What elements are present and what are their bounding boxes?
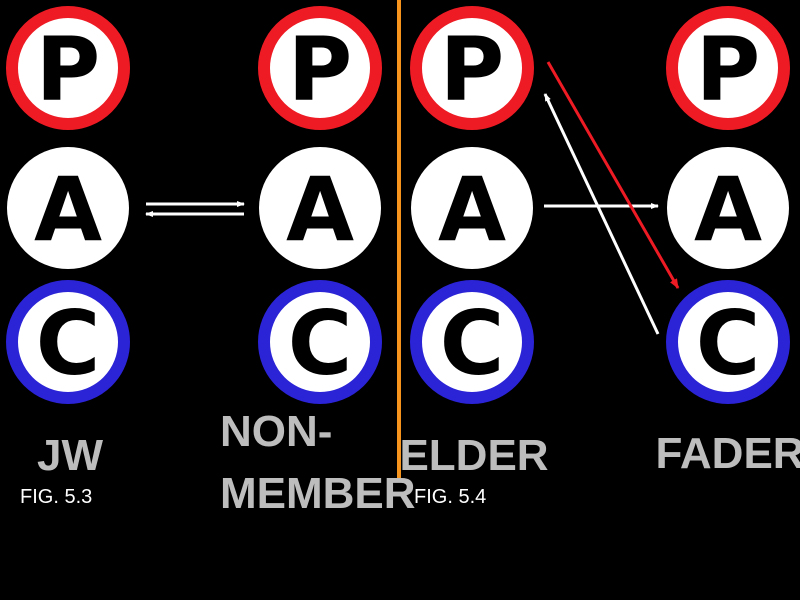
circle-letter: C <box>440 292 505 395</box>
fig53-arrows <box>145 201 245 217</box>
circle-letter: C <box>288 292 353 395</box>
fig54-elder-column: P A C ELDER <box>399 6 549 480</box>
fig53-jw-a-circle: A <box>7 147 129 269</box>
label-jw: JW <box>37 431 103 480</box>
caption-fig-5-4: FIG. 5.4 <box>414 486 486 508</box>
fig53-nonmember-a-circle: A <box>259 147 381 269</box>
fig53-jw-c-circle: C <box>6 280 130 404</box>
fig54-fader-c-circle: C <box>666 280 790 404</box>
fig54-elder-a-circle: A <box>411 147 533 269</box>
fig53-jw-p-circle: P <box>6 6 130 130</box>
arrow-elder-p-to-fader-c <box>546 61 680 289</box>
label-fader: FADER <box>655 429 800 478</box>
fig54-fader-column: P A C FADER <box>655 6 800 478</box>
circle-letter: P <box>696 18 761 121</box>
fig54-elder-c-circle: C <box>410 280 534 404</box>
circle-letter: C <box>696 292 761 395</box>
circle-letter: P <box>440 18 505 121</box>
circle-letter: C <box>36 292 101 395</box>
circle-letter: A <box>34 158 102 261</box>
fig53-nonmember-p-circle: P <box>258 6 382 130</box>
fig54-arrows <box>543 61 680 335</box>
fig54-fader-a-circle: A <box>667 147 789 269</box>
circle-letter: P <box>288 18 353 121</box>
fig54-fader-p-circle: P <box>666 6 790 130</box>
caption-fig-5-3: FIG. 5.3 <box>20 486 92 508</box>
circle-letter: A <box>694 158 762 261</box>
circle-letter: A <box>286 158 354 261</box>
fig54-elder-p-circle: P <box>410 6 534 130</box>
circle-letter: P <box>36 18 101 121</box>
label-non: NON- <box>220 407 332 456</box>
fig53-jw-column: P A C JW <box>6 6 130 480</box>
arrow-fader-c-to-elder-p <box>543 93 660 335</box>
circle-letter: A <box>438 158 506 261</box>
fig53-nonmember-column: P A C NON- MEMBER <box>220 6 416 518</box>
fig53-nonmember-c-circle: C <box>258 280 382 404</box>
label-elder: ELDER <box>399 431 548 480</box>
label-member: MEMBER <box>220 469 416 518</box>
